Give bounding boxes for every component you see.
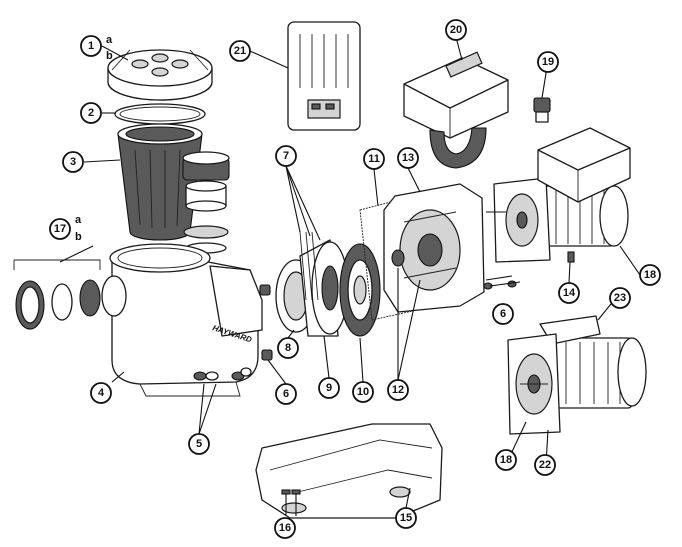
- svg-text:18: 18: [644, 269, 656, 281]
- conduit-fitting: [533, 97, 551, 123]
- svg-text:21: 21: [234, 45, 246, 57]
- callout-1-sub-a: a: [106, 34, 113, 46]
- callout-1-sub-b: b: [106, 50, 113, 62]
- union-adapter-set: [13, 259, 127, 330]
- pump-housing: HAYWARD: [109, 243, 271, 397]
- svg-text:6: 6: [283, 388, 289, 400]
- callout-5: 5: [188, 433, 210, 455]
- callout-12: 12: [387, 379, 409, 401]
- svg-text:18: 18: [500, 454, 512, 466]
- callout-17: 17: [49, 218, 71, 240]
- svg-text:12: 12: [392, 384, 404, 396]
- callout-17-sub-b: b: [75, 231, 82, 243]
- svg-text:2: 2: [88, 107, 94, 119]
- callout-2: 2: [80, 102, 102, 124]
- callout-3: 3: [62, 151, 84, 173]
- callout-10: 10: [352, 381, 374, 403]
- callout-13: 13: [397, 147, 419, 169]
- callout-20: 20: [445, 19, 467, 41]
- svg-text:13: 13: [402, 152, 414, 164]
- base-screws: [281, 489, 301, 516]
- control-panel: [287, 21, 361, 131]
- callout-15: 15: [395, 507, 417, 529]
- pump-base: [255, 423, 443, 519]
- callout-6-motor: 6: [492, 303, 514, 325]
- diffuser-assembly: [275, 231, 381, 337]
- callout-14: 14: [558, 282, 580, 304]
- cover-o-ring: [114, 103, 206, 125]
- callout-6-housing: 6: [275, 383, 297, 405]
- variable-speed-drive: [403, 51, 509, 169]
- seal-plate: [359, 183, 485, 321]
- callout-8: 8: [277, 337, 299, 359]
- svg-text:10: 10: [357, 386, 369, 398]
- svg-text:17: 17: [54, 223, 66, 235]
- svg-text:9: 9: [326, 382, 332, 394]
- callout-7: 7: [275, 145, 297, 167]
- strainer-basket: [117, 123, 203, 241]
- callout-16: 16: [274, 517, 296, 539]
- svg-text:3: 3: [70, 156, 76, 168]
- callout-19: 19: [537, 51, 559, 73]
- svg-text:14: 14: [563, 287, 576, 299]
- svg-text:11: 11: [368, 153, 380, 165]
- callout-11: 11: [363, 148, 385, 170]
- callout-18-vs: 18: [639, 264, 661, 286]
- svg-text:6: 6: [500, 308, 506, 320]
- single-speed-motor: [507, 315, 647, 435]
- callout-18-ss: 18: [495, 449, 517, 471]
- svg-text:1: 1: [88, 40, 94, 52]
- drain-plugs: [193, 349, 273, 381]
- svg-text:20: 20: [450, 24, 462, 36]
- svg-text:19: 19: [542, 56, 554, 68]
- motor-bolts: [483, 211, 521, 290]
- callout-4: 4: [90, 382, 112, 404]
- svg-text:16: 16: [279, 522, 291, 534]
- svg-text:22: 22: [539, 459, 551, 471]
- svg-text:7: 7: [283, 150, 289, 162]
- svg-text:8: 8: [285, 342, 291, 354]
- vs-motor: [493, 127, 631, 263]
- callout-9: 9: [318, 377, 340, 399]
- union-fittings: [182, 151, 230, 254]
- callout-1: 1: [80, 35, 102, 57]
- strainer-cover: [107, 49, 213, 101]
- callout-22: 22: [534, 454, 556, 476]
- callout-23: 23: [609, 287, 631, 309]
- callout-21: 21: [229, 40, 251, 62]
- svg-text:15: 15: [400, 512, 412, 524]
- svg-text:5: 5: [196, 438, 202, 450]
- svg-text:23: 23: [614, 292, 626, 304]
- callout-17-sub-a: a: [75, 214, 82, 226]
- svg-text:4: 4: [98, 387, 105, 399]
